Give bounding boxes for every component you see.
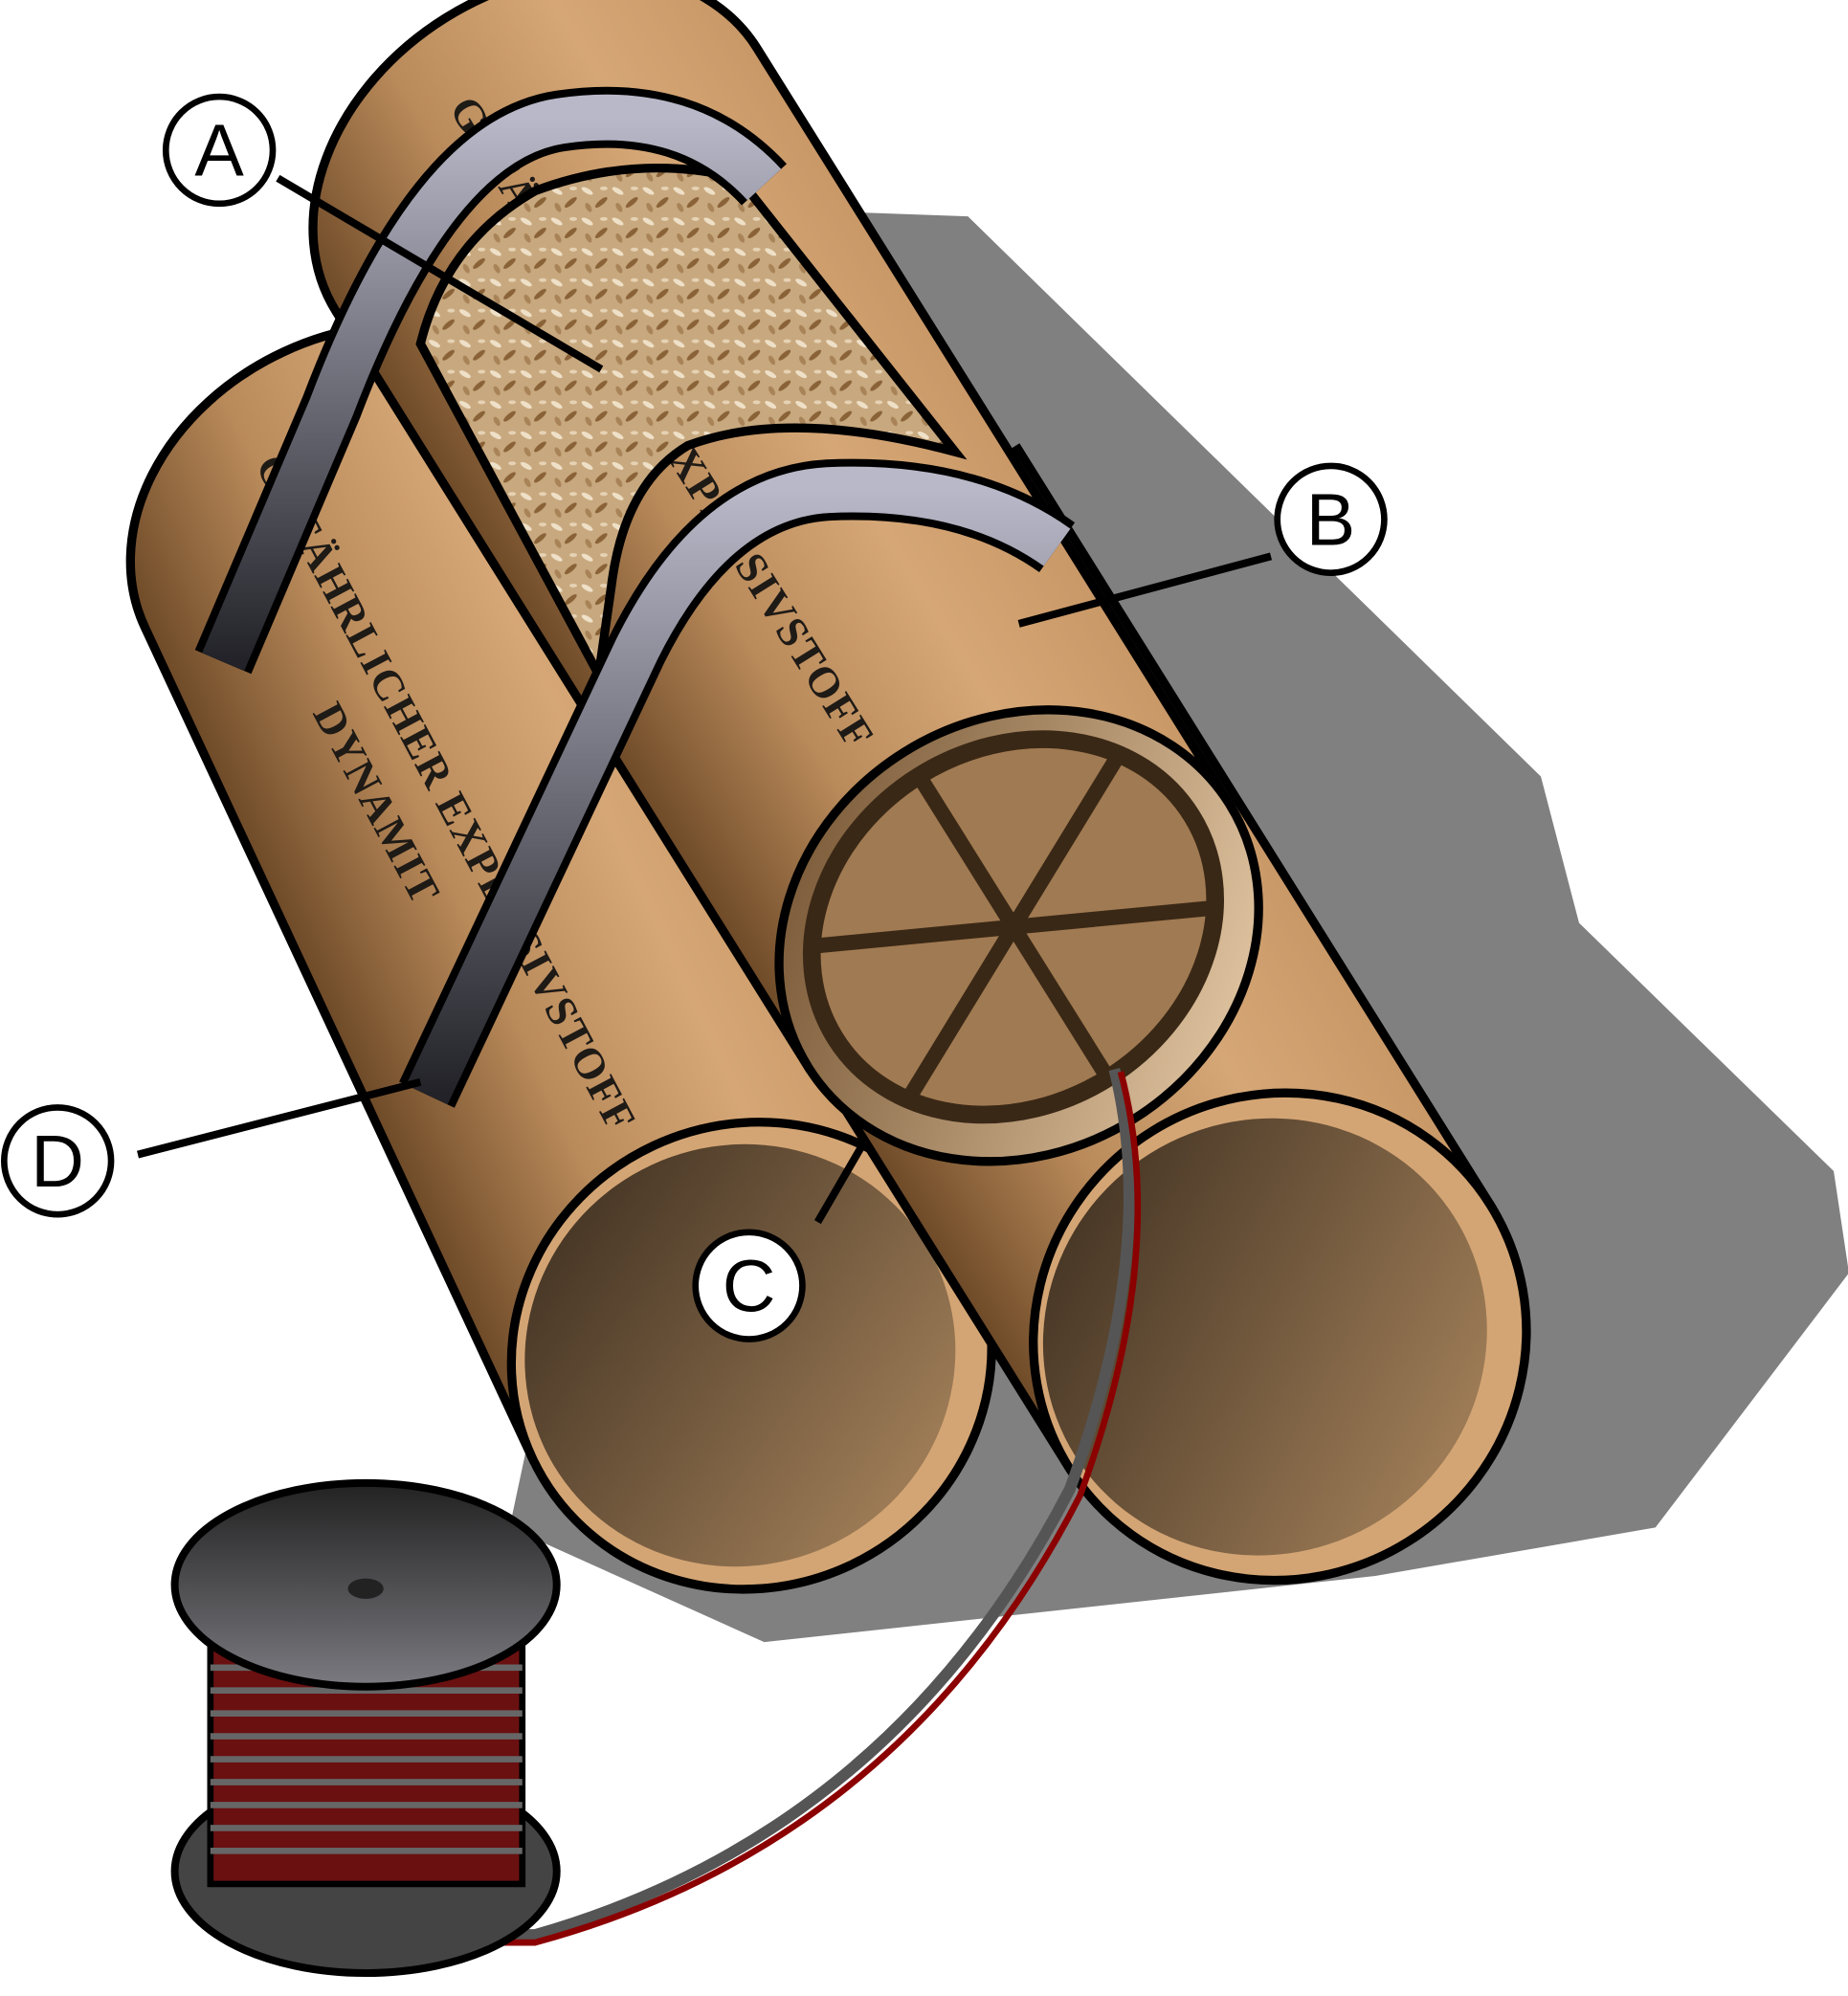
leader-line-c (813, 1141, 867, 1225)
leader-line-d (137, 1077, 422, 1159)
label-c: C (692, 1229, 806, 1342)
label-b-text: B (1306, 478, 1355, 561)
blasting-cap-end (774, 705, 1263, 1166)
leader-line-a (276, 174, 604, 373)
label-d-text: D (31, 1120, 84, 1203)
label-c-text: C (723, 1245, 776, 1327)
fuse-wire (382, 1068, 1135, 1941)
wire-spool (170, 1478, 561, 1978)
label-d: D (0, 1104, 115, 1218)
sawdust-window (415, 163, 968, 689)
label-a: A (162, 93, 277, 208)
label-a-text: A (194, 110, 244, 192)
leader-line-b (1017, 552, 1273, 628)
label-b: B (1274, 462, 1388, 576)
